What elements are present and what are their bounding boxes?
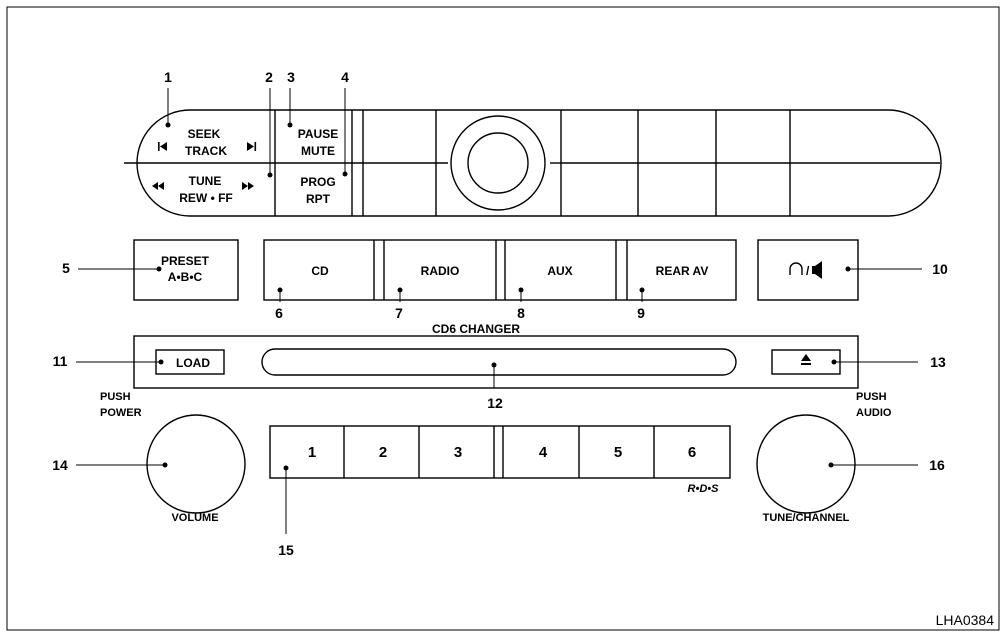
rewind-icon — [152, 182, 164, 190]
tune-rew-ff-button[interactable]: TUNE REW • FF — [152, 174, 254, 205]
fast-forward-icon — [242, 182, 254, 190]
callout-16: 16 — [828, 457, 945, 473]
svg-text:11: 11 — [53, 353, 68, 369]
callout-13: 13 — [831, 354, 946, 370]
pause-label: PAUSE — [298, 127, 338, 141]
rds-label: R•D•S — [688, 483, 720, 495]
push-label-left: PUSH — [100, 391, 131, 403]
preset-button-5[interactable]: 5 — [614, 444, 622, 461]
prog-rpt-button[interactable]: PROG RPT — [300, 175, 335, 206]
callout-6: 6 — [275, 287, 283, 321]
svg-text:10: 10 — [932, 261, 948, 277]
preset-button-2[interactable]: 2 — [379, 444, 387, 461]
preset-abc-label: A•B•C — [168, 270, 203, 284]
callout-10: 10 — [845, 261, 948, 277]
radio-button[interactable]: RADIO — [421, 264, 460, 278]
load-button[interactable]: LOAD — [155, 349, 225, 375]
seek-label: SEEK — [188, 127, 221, 141]
callout-3: 3 — [287, 69, 295, 128]
tune-channel-knob[interactable] — [756, 414, 856, 514]
callout-9: 9 — [637, 287, 645, 321]
load-label: LOAD — [176, 356, 210, 370]
tune-channel-label: TUNE/CHANNEL — [763, 512, 850, 524]
svg-text:8: 8 — [517, 305, 525, 321]
audio-label: AUDIO — [856, 407, 892, 419]
volume-knob[interactable] — [146, 414, 246, 514]
preset-number-strip — [269, 425, 731, 479]
seek-back-icon — [158, 142, 167, 151]
center-knob-outer — [450, 115, 546, 211]
svg-text:12: 12 — [487, 395, 503, 411]
svg-text:4: 4 — [341, 69, 349, 85]
svg-text:6: 6 — [275, 305, 283, 321]
tune-label: TUNE — [189, 174, 222, 188]
svg-text:7: 7 — [395, 305, 403, 321]
callout-7: 7 — [395, 287, 403, 321]
svg-text:/: / — [806, 264, 810, 278]
figure-frame — [6, 6, 1000, 631]
svg-text:13: 13 — [930, 354, 946, 370]
power-label: POWER — [100, 407, 142, 419]
rpt-label: RPT — [306, 192, 331, 206]
svg-text:14: 14 — [52, 457, 68, 473]
callout-2: 2 — [265, 69, 273, 178]
center-knob-inner[interactable] — [467, 132, 529, 194]
mute-label: MUTE — [301, 144, 335, 158]
figure-code: LHA0384 — [936, 612, 995, 628]
svg-text:16: 16 — [929, 457, 945, 473]
cd-button[interactable]: CD — [311, 264, 329, 278]
svg-text:2: 2 — [265, 69, 273, 85]
callout-1: 1 — [164, 69, 172, 128]
top-control-panel: SEEK TRACK TUNE REW • FF — [124, 109, 942, 217]
volume-label: VOLUME — [171, 512, 218, 524]
preset-button-1[interactable]: 1 — [308, 444, 316, 461]
source-button-strip — [263, 239, 737, 301]
callout-5: 5 — [62, 260, 162, 276]
seek-forward-icon — [247, 142, 257, 151]
cd-changer-panel — [133, 335, 859, 389]
svg-text:15: 15 — [278, 542, 294, 558]
push-label-right: PUSH — [856, 391, 887, 403]
svg-text:5: 5 — [62, 260, 70, 276]
prog-label: PROG — [300, 175, 335, 189]
rew-ff-label: REW • FF — [179, 191, 233, 205]
callout-15: 15 — [278, 465, 294, 558]
rear-av-button[interactable]: REAR AV — [656, 264, 709, 278]
preset-button-3[interactable]: 3 — [454, 444, 462, 461]
callout-14: 14 — [52, 457, 168, 473]
callout-12: 12 — [487, 362, 503, 411]
callout-11: 11 — [53, 353, 164, 369]
seek-track-button[interactable]: SEEK TRACK — [158, 127, 257, 158]
eject-icon — [801, 354, 811, 365]
preset-button-6[interactable]: 6 — [688, 444, 696, 461]
callout-8: 8 — [517, 287, 525, 321]
svg-text:1: 1 — [164, 69, 172, 85]
pause-mute-button[interactable]: PAUSE MUTE — [298, 127, 338, 158]
track-label: TRACK — [185, 144, 227, 158]
preset-abc-button[interactable]: PRESET A•B•C — [133, 239, 239, 301]
callout-4: 4 — [341, 69, 349, 177]
headphone-speaker-icon: / — [789, 261, 822, 279]
aux-button[interactable]: AUX — [547, 264, 572, 278]
preset-button-4[interactable]: 4 — [539, 444, 548, 461]
svg-text:3: 3 — [287, 69, 295, 85]
eject-button[interactable] — [771, 349, 841, 375]
cd-slot — [261, 348, 737, 376]
cd6-changer-label: CD6 CHANGER — [432, 322, 520, 336]
svg-text:9: 9 — [637, 305, 645, 321]
preset-label: PRESET — [161, 254, 210, 268]
headphone-speaker-button[interactable]: / — [757, 239, 859, 301]
